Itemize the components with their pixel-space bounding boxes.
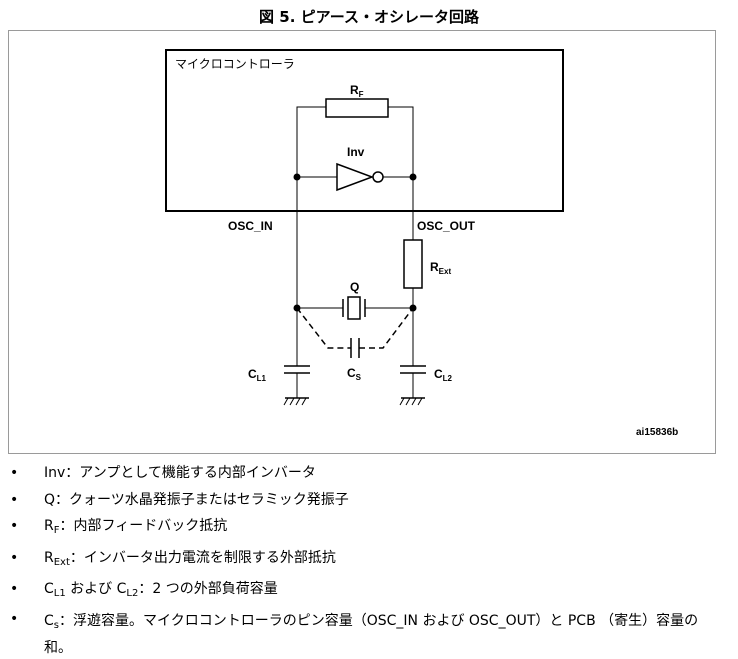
ground-icon-1 [283,397,309,406]
cl2-label: CL2 [434,367,453,383]
legend-term: C [44,581,54,597]
inverter-symbol [336,162,375,192]
rext-resistor [403,239,423,289]
osc-in-label: OSC_IN [228,219,273,233]
figure-frame [8,30,716,454]
legend-item-cl: • CL1 および CL2：2 つの外部負荷容量 [10,576,720,608]
legend-item-inv: • Inv：アンプとして機能する内部インバータ [10,460,720,487]
microcontroller-box [165,49,564,212]
legend-term-sub: L2 [126,588,139,599]
legend-term: C [44,612,54,629]
cs-wire-right [359,307,414,349]
legend-term: Q [44,491,56,508]
legend-desc: ：クォーツ水晶発振子またはセラミック発振子 [55,491,349,508]
bullet-icon: • [10,549,19,566]
figure-id-label: ai15836b [636,427,678,438]
cl1-label: CL1 [248,367,267,383]
legend-desc: ：2 つの外部負荷容量 [138,581,278,597]
rf-wire-left [296,106,326,177]
microcontroller-label: マイクロコントローラ [175,57,295,71]
inverter-bubble [372,171,384,183]
legend-term-sub: Ext [53,556,70,568]
bullet-icon: • [10,581,19,597]
legend-term: R [44,549,54,566]
rf-label: RF [350,83,364,99]
bullet-icon: • [10,610,19,627]
bullet-icon: • [10,518,19,534]
legend-term: R [44,518,54,534]
rext-label: RExt [430,260,451,276]
legend-item-rext: • RExt：インバータ出力電流を制限する外部抵抗 [10,545,720,577]
legend-desc: ：アンプとして機能する内部インバータ [65,465,316,481]
ground-icon-2 [399,397,425,406]
bullet-icon: • [10,465,19,481]
legend-list: • Inv：アンプとして機能する内部インバータ • Q：クォーツ水晶発振子または… [10,460,720,659]
legend-item-cs: • Cs：浮遊容量。マイクロコントローラのピン容量（OSC_IN および OSC… [10,608,720,659]
legend-term-sub: F [53,525,60,536]
legend-term-sub: s [53,619,59,631]
legend-item-q: • Q：クォーツ水晶発振子またはセラミック発振子 [10,487,720,514]
q-crystal-body [347,296,361,320]
inv-label: Inv [347,145,365,159]
rf-resistor [325,98,389,118]
legend-term: C [116,581,127,597]
cs-wire-left [296,307,351,349]
legend-connector: および [65,581,117,597]
legend-desc: ：インバータ出力電流を制限する外部抵抗 [69,549,336,566]
legend-term: Inv [44,465,66,481]
q-label: Q [350,280,359,294]
osc-out-label: OSC_OUT [417,219,476,233]
legend-desc: ：浮遊容量。マイクロコントローラのピン容量（OSC_IN および OSC_OUT… [44,612,699,656]
legend-term-sub: L1 [53,588,66,599]
cs-label: CS [347,366,362,382]
rf-wire-right [388,106,414,177]
legend-item-rf: • RF：内部フィードバック抵抗 [10,513,720,545]
legend-desc: ：内部フィードバック抵抗 [59,518,228,534]
figure-title: 図 5. ピアース・オシレータ回路 [259,8,479,26]
circuit-diagram: マイクロコントローラ RF Inv OSC_IN OSC_OUT RExt Q … [165,49,678,438]
bullet-icon: • [10,491,19,508]
